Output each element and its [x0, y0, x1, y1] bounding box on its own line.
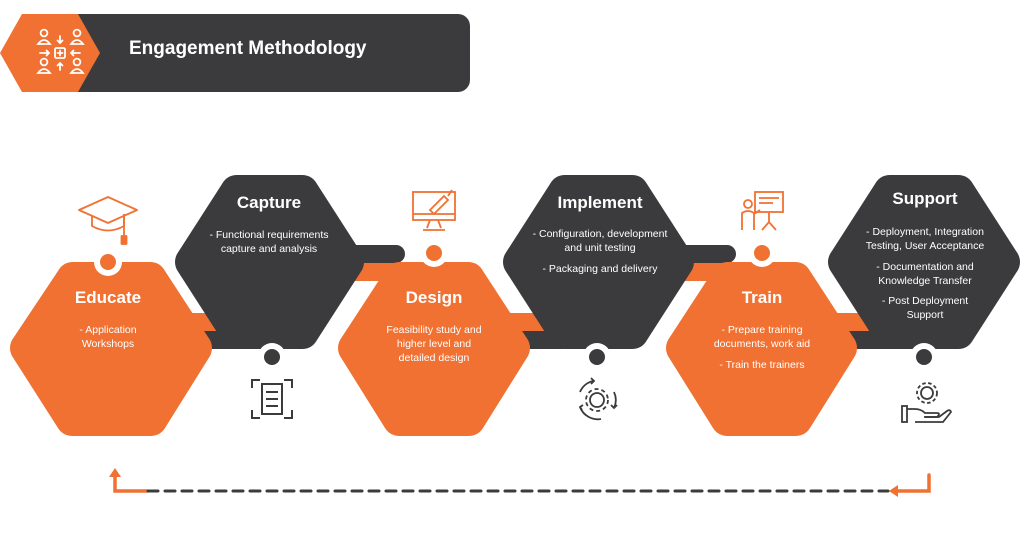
phase-desc-implement: - Configuration, development and unit te…: [532, 228, 668, 275]
hand-gear-support-icon: [901, 382, 953, 423]
hexagon-implement: [503, 175, 694, 349]
presenter-board-icon: [741, 191, 784, 231]
phase-desc-train: - Prepare training documents, work aid -…: [713, 324, 811, 371]
loop-arrow: [109, 468, 931, 497]
phase-desc-educate: - Application Workshops: [79, 324, 137, 350]
hexagon-support: [828, 175, 1020, 349]
team-collaboration-icon: [36, 28, 85, 74]
document-scan-icon: [251, 379, 293, 419]
phase-title-design: Design: [405, 288, 463, 307]
phase-title-educate: Educate: [74, 288, 142, 307]
hexagon-capture: [175, 175, 364, 349]
hexagon-design: [338, 262, 530, 436]
hexagon-train: [666, 262, 857, 436]
node-dots: [94, 239, 938, 371]
hexagons: [10, 175, 1020, 436]
phase-title-train: Train: [741, 288, 783, 307]
banner-bar: [48, 14, 470, 92]
gear-cycle-icon: [578, 377, 618, 421]
phase-title-support: Support: [892, 189, 958, 208]
banner: [0, 14, 470, 92]
phase-desc-design: Feasibility study and higher level and d…: [386, 324, 482, 364]
phase-desc-support: - Deployment, Integration Testing, User …: [865, 226, 985, 322]
phase-title-implement: Implement: [557, 193, 643, 212]
hexagon-educate: [10, 262, 212, 436]
phase-desc-capture: - Functional requirements capture and an…: [209, 229, 329, 255]
monitor-design-icon: [412, 189, 456, 231]
phase-title-capture: Capture: [236, 193, 302, 212]
graduation-cap-icon: [78, 196, 138, 245]
page-title: Engagement Methodology: [129, 38, 367, 59]
